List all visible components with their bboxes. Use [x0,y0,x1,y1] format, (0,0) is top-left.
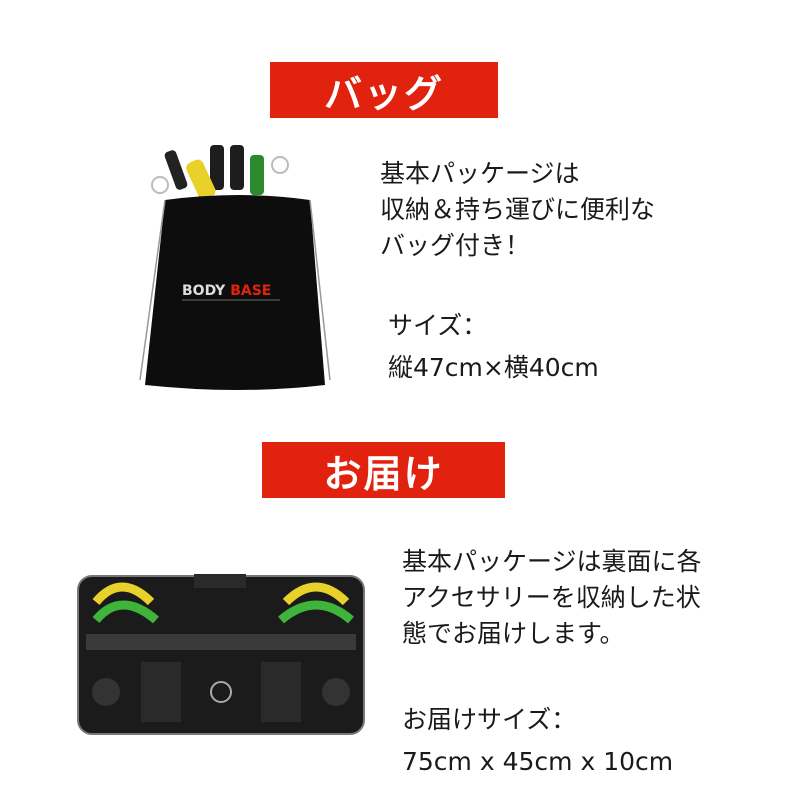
bag-desc-line: バッグ付き！ [380,231,531,260]
bag-logo: BODY BASE [182,283,271,299]
bag-size-label: サイズ： [388,311,488,340]
delivery-description: 基本パッケージは裏面に各アクセサリーを収納した状態でお届けします。 [402,544,702,652]
delivery-size-value: 75cm x 45cm x 10cm [402,747,674,776]
section-heading-delivery: お届け [262,442,505,498]
bag-description: 基本パッケージは収納＆持ち運びに便利なバッグ付き！ [380,156,655,264]
bag-desc-line: 収納＆持ち運びに便利な [380,195,656,224]
delivery-desc-line: アクセサリーを収納した状 [402,583,701,612]
delivery-desc-line: 基本パッケージは裏面に各 [402,547,702,576]
drawstring-bag-image: BODY BASE [139,145,331,390]
bag-size-value: 縦47cm×横40cm [388,353,599,382]
delivery-desc-line: 態でお届けします。 [402,619,625,648]
package-underside-image [77,574,365,735]
delivery-size-label: お届けサイズ： [402,705,577,734]
bag-desc-line: 基本パッケージは [380,159,580,188]
section-heading-bag: バッグ [270,62,498,118]
